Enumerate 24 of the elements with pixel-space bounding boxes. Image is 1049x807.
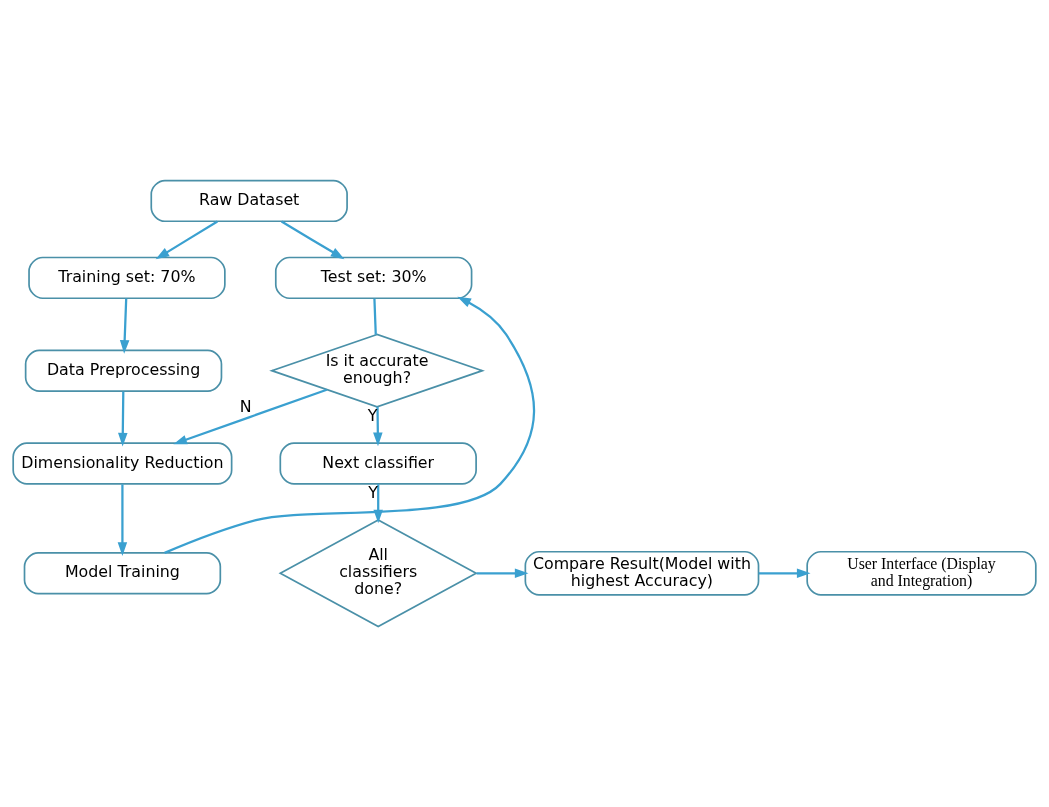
node-box: Data Preprocessing [24,349,223,392]
edge-label: N [239,397,252,417]
node-box: Raw Dataset [150,179,348,223]
node-box: Next classifier [279,442,477,485]
arrow [118,391,128,447]
arrow [173,388,328,445]
node-box: Dimensionality Reduction [12,442,233,485]
edge-label: Y [367,405,378,425]
node-diamond: All classifiers done? [278,519,478,628]
arrow [373,407,383,447]
arrow [164,296,535,554]
arrow [155,220,218,260]
node-diamond: Is it accurate enough? [269,333,485,408]
node-box: Compare Result(Model with highest Accuracy) [524,550,760,596]
node-box: Training set: 70% [28,256,226,300]
arrow [119,298,130,354]
arrow [476,568,529,579]
connector [373,298,377,335]
arrow [117,484,128,556]
arrow [280,220,345,260]
node-box: Model Training [23,552,222,595]
node-box: Test set: 30% [274,256,473,300]
node-box: User Interface (Display and Integration) [806,550,1037,596]
arrow [758,568,811,579]
